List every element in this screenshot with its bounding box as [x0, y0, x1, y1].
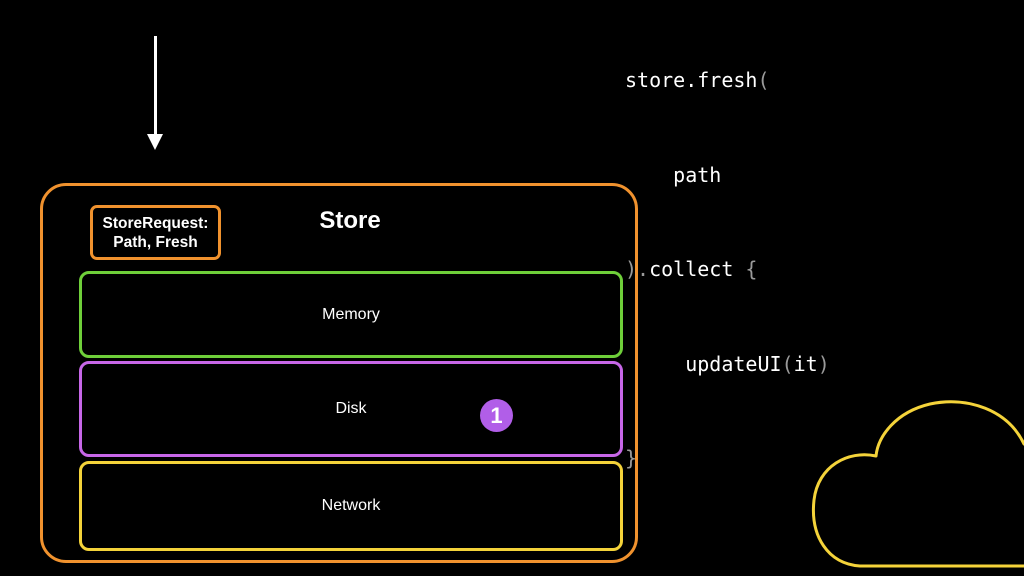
code-line-2: path [625, 162, 722, 187]
network-layer-label: Network [321, 497, 381, 514]
memory-layer: Memory [79, 271, 623, 358]
code-line-1: store.fresh( [625, 68, 770, 92]
code-line-3: ).collect { [625, 257, 758, 281]
network-layer: Network [79, 461, 623, 551]
step-badge: 1 [480, 399, 513, 432]
code-line-4: updateUI(it) [625, 351, 830, 376]
down-arrow-icon [147, 134, 163, 150]
store-request-box: StoreRequest: Path, Fresh [90, 205, 221, 260]
cloud-icon [811, 400, 1024, 568]
disk-layer-label: Disk [335, 400, 367, 417]
disk-layer: Disk [79, 361, 623, 457]
code-line-5: } [625, 446, 638, 470]
down-arrow-shaft [154, 36, 157, 136]
store-request-params: Path, Fresh [113, 233, 198, 251]
store-title: Store [319, 207, 381, 234]
memory-layer-label: Memory [322, 305, 380, 323]
store-request-label: StoreRequest: [102, 214, 209, 232]
store-container [40, 183, 638, 563]
code-snippet: store.fresh( path ).collect { updateUI(i… [625, 2, 830, 506]
